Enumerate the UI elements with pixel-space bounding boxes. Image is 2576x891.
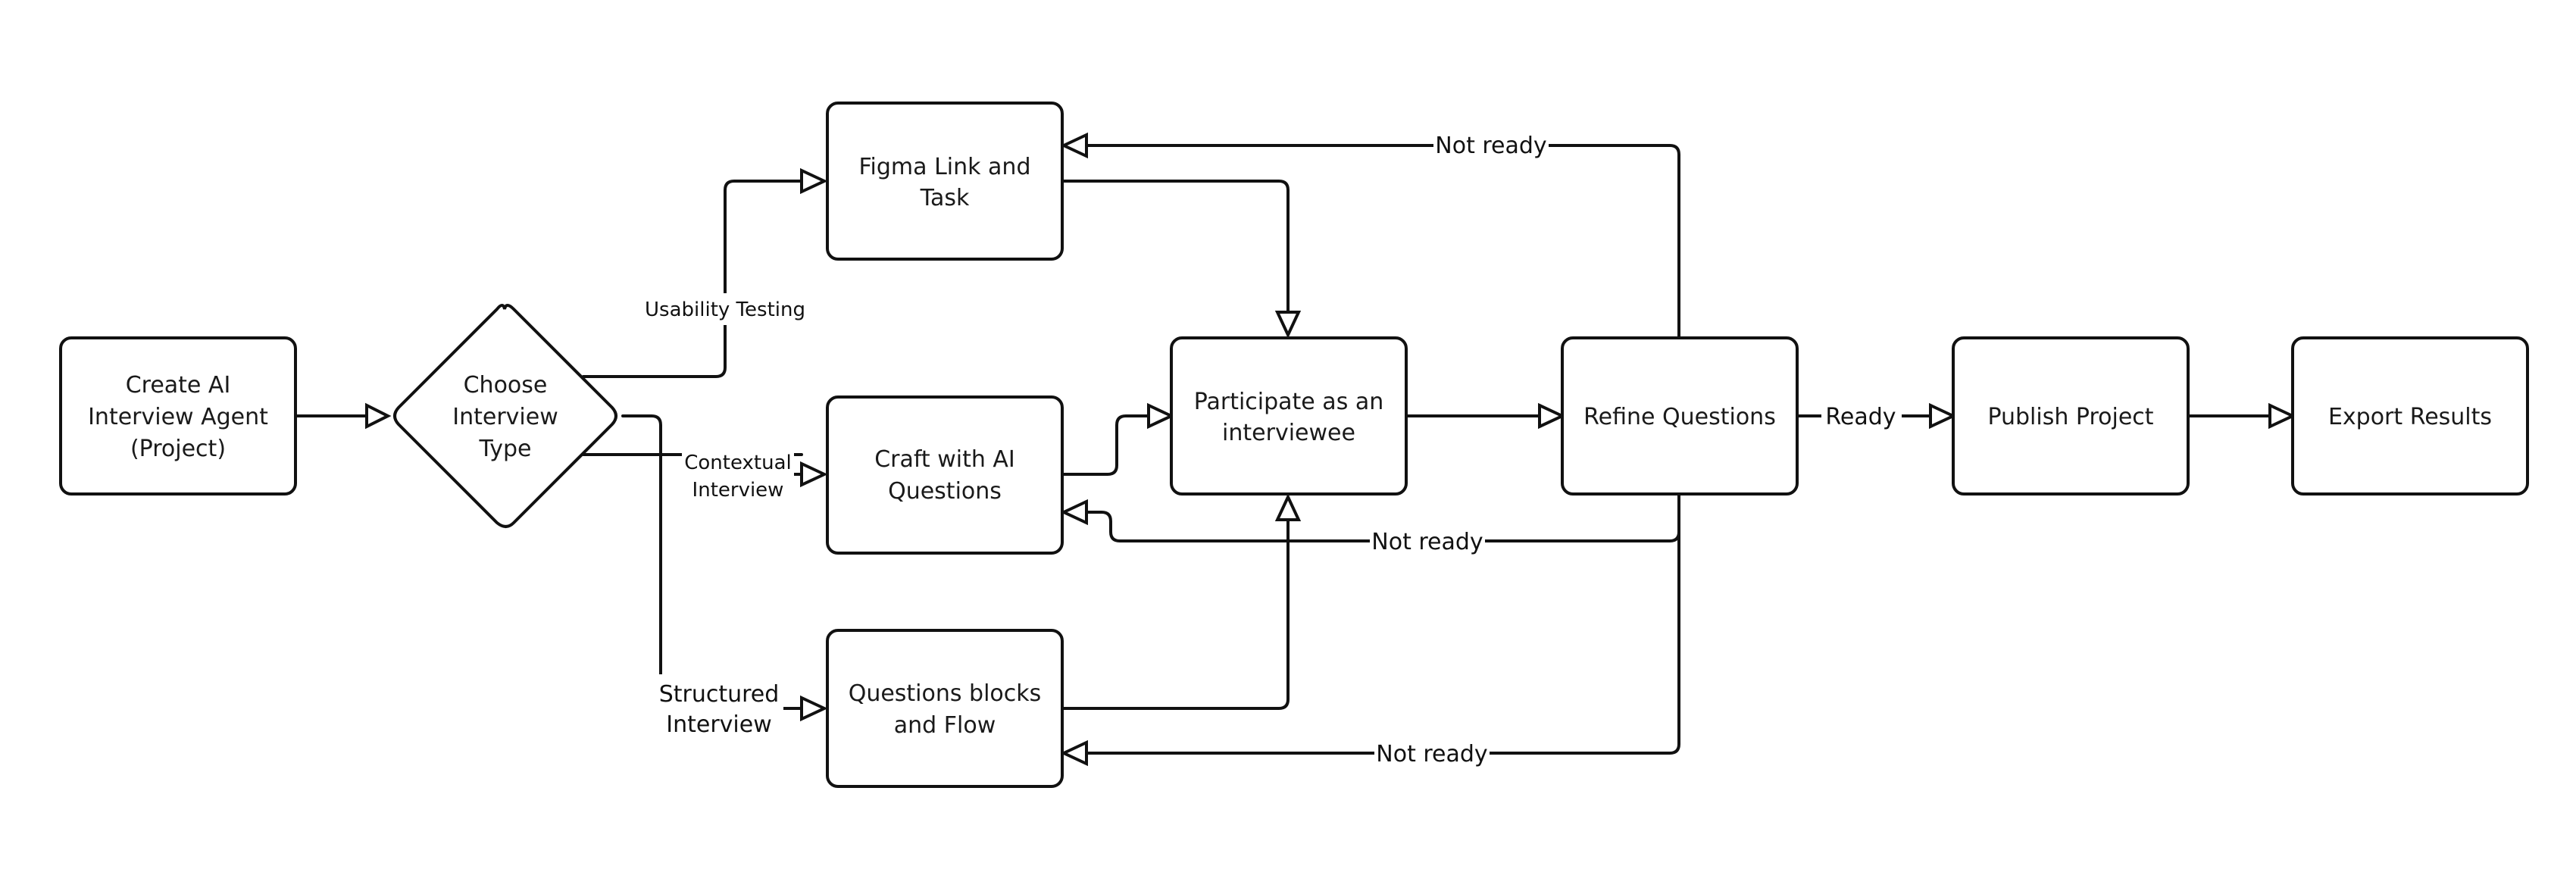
node-refine[interactable]: Refine Questions [1561, 336, 1799, 496]
edge-choose-to-figma [582, 180, 803, 378]
edge-craft-to-participate [1061, 414, 1150, 476]
node-choose-type-line-1: Choose [464, 372, 548, 399]
node-create-agent-line-1: Create AI [126, 372, 231, 399]
arrowhead-figma [800, 167, 828, 195]
edge-refine-to-blocks [1085, 494, 1680, 755]
node-question-blocks-line-1: Questions blocks [849, 680, 1042, 707]
node-participate-line-2: interviewee [1222, 420, 1355, 446]
arrowhead-refine [1538, 402, 1566, 430]
node-export-label: Export Results [2328, 404, 2492, 430]
node-publish-label: Publish Project [1987, 404, 2153, 430]
edge-labels: Usability Testing Contextual Interview S… [645, 129, 1902, 770]
arrowhead-participate-left [1147, 402, 1175, 430]
node-figma-task[interactable]: Figma Link and Task [826, 102, 1064, 261]
node-participate[interactable]: Participate as an interviewee [1170, 336, 1408, 496]
node-choose-type-line-3: Type [479, 436, 532, 462]
edge-choose-to-blocks [621, 414, 662, 680]
edge-figma-to-participate [1061, 180, 1290, 314]
node-participate-line-1: Participate as an [1194, 389, 1384, 415]
node-craft-ai[interactable]: Craft with AI Questions [826, 395, 1064, 555]
label-not-ready-bottom: Not ready [1376, 741, 1487, 768]
arrowhead-participate-top [1274, 311, 1302, 339]
label-not-ready-middle: Not ready [1371, 529, 1483, 555]
label-contextual-line-1: Contextual [684, 452, 792, 474]
arrowhead-figma-return [1060, 132, 1088, 159]
arrowhead-blocks-return [1060, 739, 1088, 767]
node-create-agent[interactable]: Create AI Interview Agent (Project) [59, 336, 297, 496]
node-refine-label: Refine Questions [1583, 404, 1776, 430]
label-structured-line-1: Structured [659, 681, 780, 708]
node-question-blocks-line-2: and Flow [894, 712, 996, 739]
node-publish[interactable]: Publish Project [1952, 336, 2190, 496]
arrowhead-blocks [800, 695, 828, 722]
node-export[interactable]: Export Results [2291, 336, 2529, 496]
node-create-agent-line-3: (Project) [130, 436, 226, 462]
label-ready: Ready [1825, 404, 1896, 430]
label-usability-testing: Usability Testing [645, 299, 805, 321]
label-not-ready-top: Not ready [1435, 133, 1546, 159]
arrowhead-participate-bottom [1274, 493, 1302, 521]
arrowhead-export [2268, 402, 2296, 430]
edge-refine-to-figma [1085, 144, 1680, 338]
arrowhead-choose [365, 402, 392, 430]
arrowhead-publish [1929, 402, 1957, 430]
edge-blocks-to-participate [1061, 518, 1290, 710]
nodes: Create AI Interview Agent (Project) Choo… [59, 102, 2529, 788]
node-choose-type-decision[interactable]: Choose Interview Type [393, 304, 617, 528]
label-contextual-line-2: Interview [692, 479, 784, 502]
node-figma-task-line-2: Task [920, 185, 970, 211]
edges [294, 132, 2296, 767]
node-craft-ai-line-1: Craft with AI [874, 446, 1015, 473]
node-craft-ai-line-2: Questions [888, 478, 1002, 505]
label-structured-line-2: Interview [666, 711, 772, 738]
node-question-blocks[interactable]: Questions blocks and Flow [826, 629, 1064, 788]
node-choose-type-line-2: Interview [452, 404, 558, 430]
edge-refine-to-craft [1085, 494, 1680, 542]
node-create-agent-line-2: Interview Agent [88, 404, 268, 430]
node-figma-task-line-1: Figma Link and [858, 154, 1030, 180]
arrowhead-craft [800, 461, 828, 488]
arrowhead-craft-return [1060, 499, 1088, 526]
